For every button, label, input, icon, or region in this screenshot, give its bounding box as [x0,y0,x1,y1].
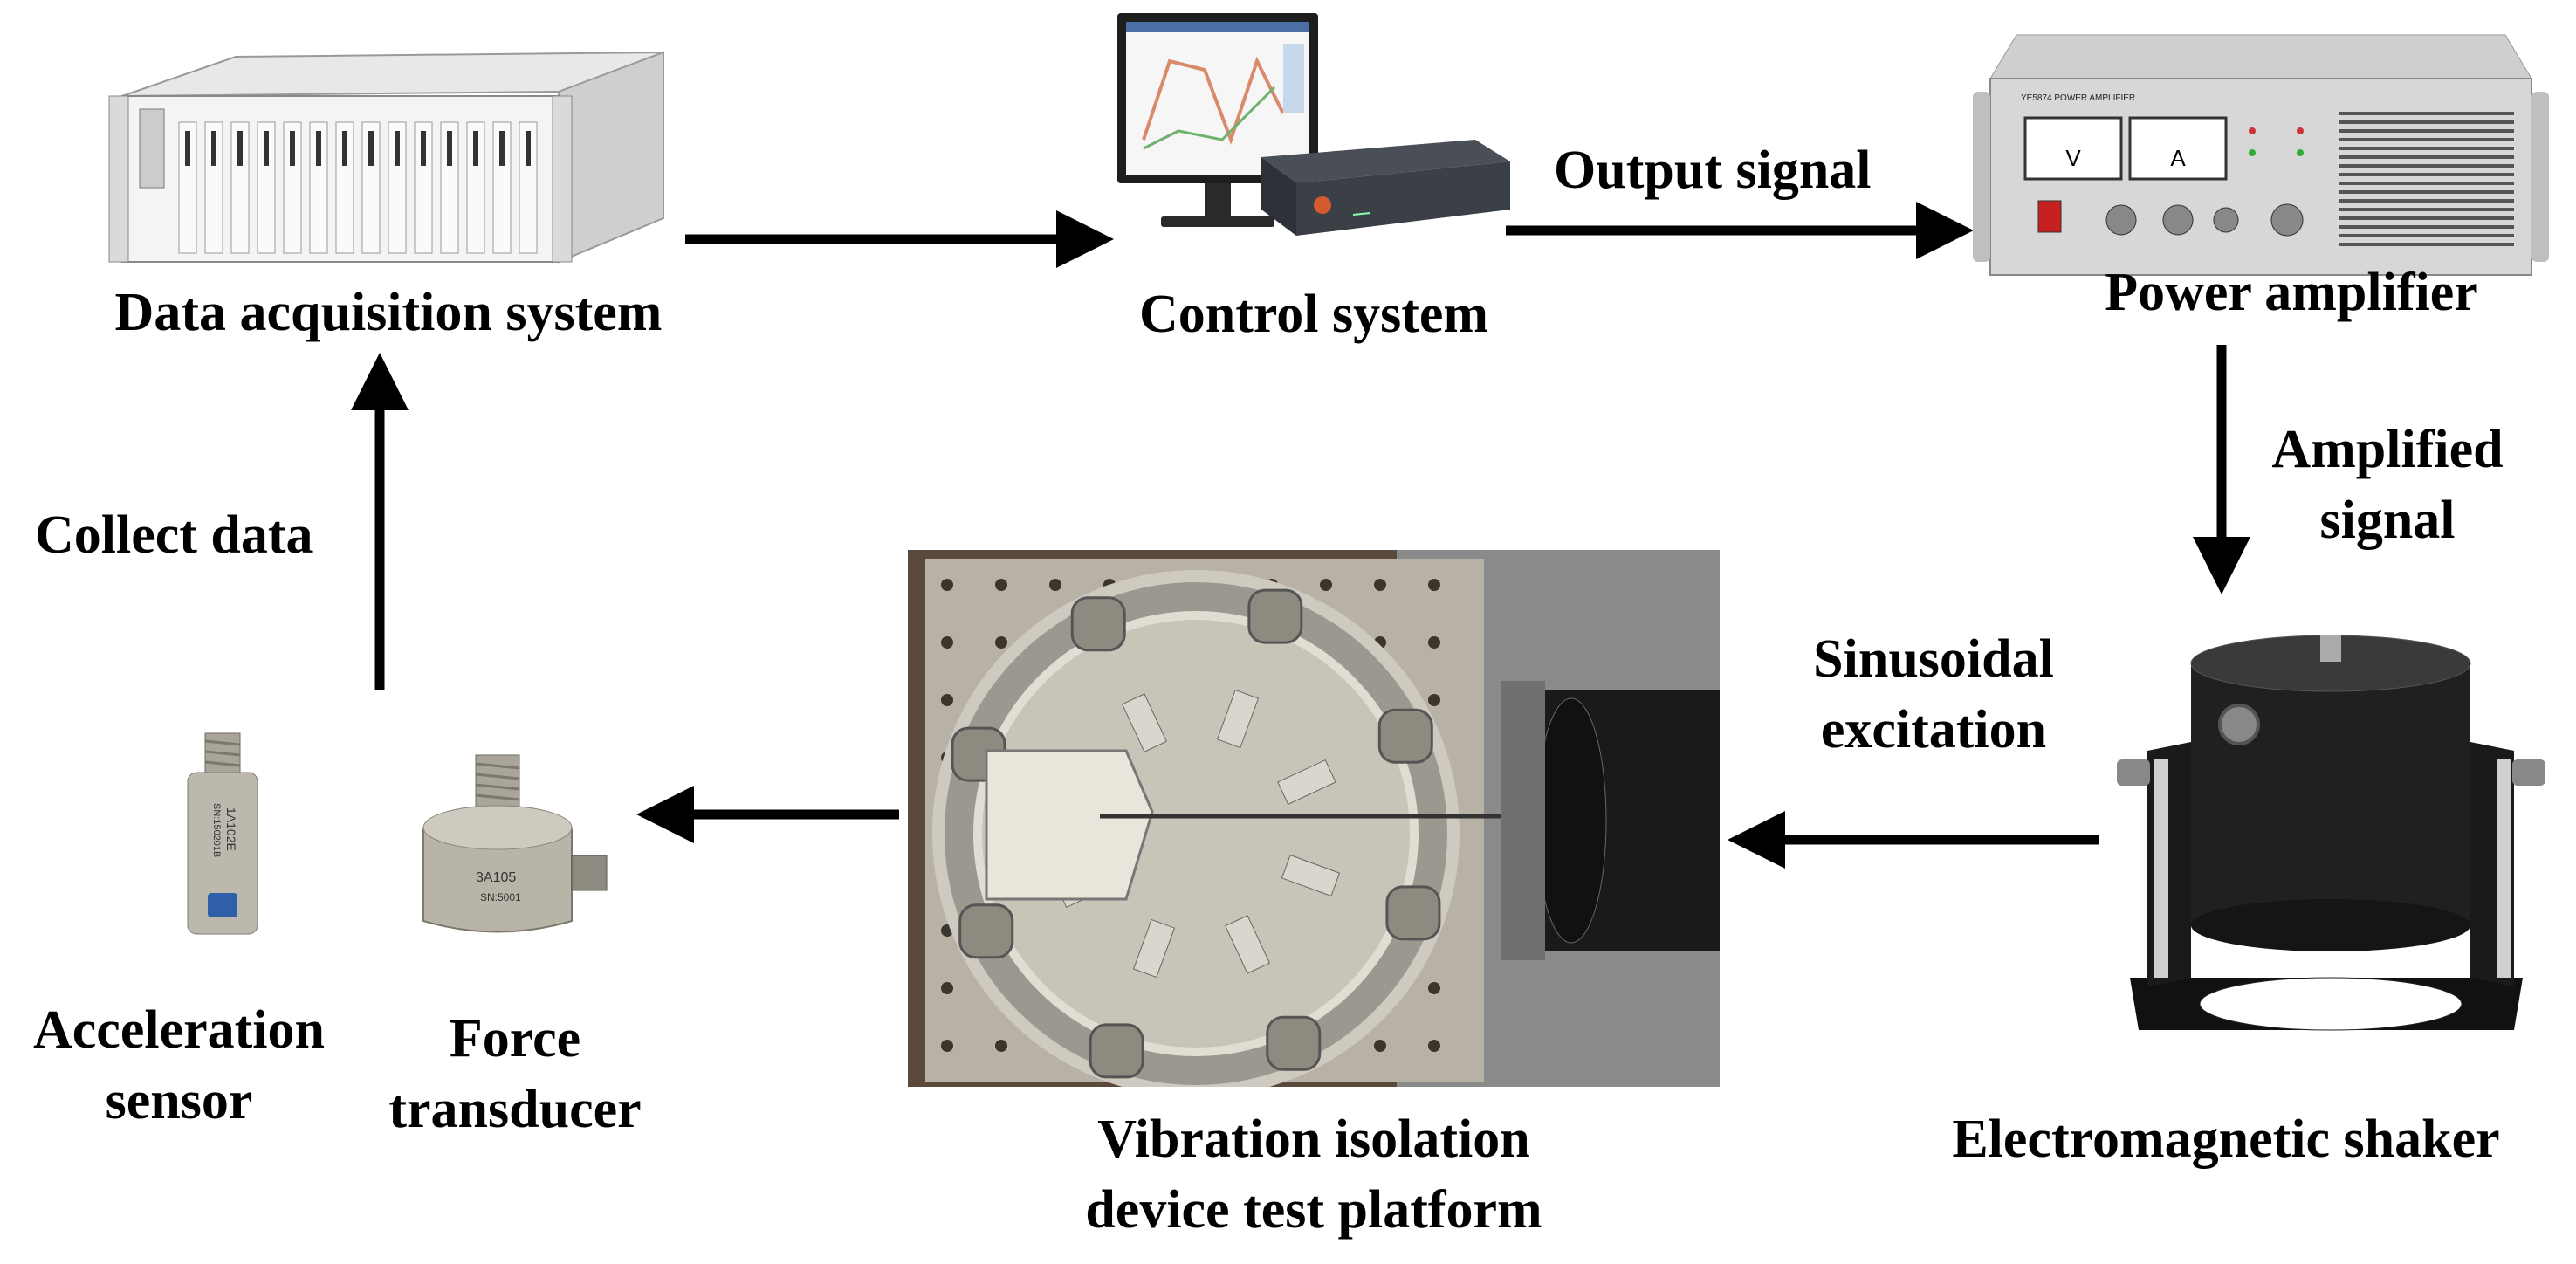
force-marking-2: SN:5001 [480,891,521,903]
accel-label: Acceleration sensor [33,1000,325,1130]
collect-data-label: Collect data [35,505,313,565]
rack-chassis-icon [108,51,664,264]
shaker-node [2112,629,2549,1039]
amplifier-label: Power amplifier [2105,263,2478,322]
amplified-signal-label: Amplified signal [2271,420,2504,550]
force-label: Force transducer [388,1009,642,1139]
shaker-label: Electromagnetic shaker [1952,1109,2500,1169]
force-transducer-icon: 3A105 SN:5001 [422,754,608,933]
accel-node: 1A102E SN:150201B [175,729,271,943]
daq-node [105,44,672,275]
platform-label: Vibration isolation device test platform [1085,1109,1542,1240]
force-marking-1: 3A105 [476,870,516,885]
amp-brand-text: YE5874 POWER AMPLIFIER [2021,93,2135,103]
platform-node [908,550,1720,1087]
test-platform-photo-icon [908,550,1720,1087]
force-node: 3A105 SN:5001 [402,751,620,947]
meter-v-text: V [2065,145,2081,171]
meter-a-text: A [2170,145,2186,171]
control-label: Control system [1138,285,1489,344]
shaker-icon [2117,635,2545,1031]
control-node [1109,9,1519,244]
amplifier-node: YE5874 POWER AMPLIFIER V A [1955,17,2566,288]
daq-label: Data acquisition system [114,283,663,342]
sinusoidal-excitation-label: Sinusoidal excitation [1813,629,2054,759]
accel-marking-2: SN:150201B [211,803,222,857]
power-amplifier-icon: YE5874 POWER AMPLIFIER V A [1973,34,2549,276]
accel-marking-1: 1A102E [224,807,238,851]
computer-controller-icon [1117,13,1510,236]
output-signal-label: Output signal [1554,141,1872,200]
acceleration-sensor-icon: 1A102E SN:150201B [187,732,258,935]
